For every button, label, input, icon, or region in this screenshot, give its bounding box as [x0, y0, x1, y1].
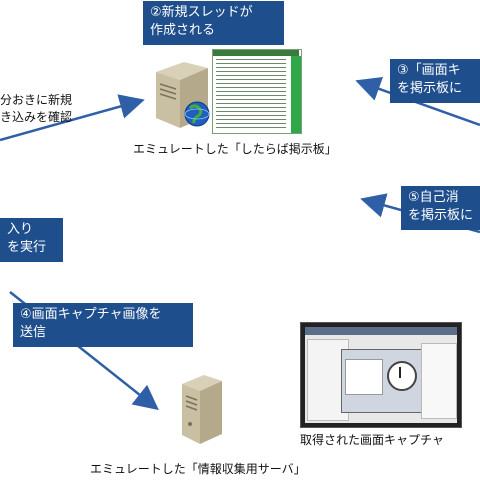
step3-box: ③「画面キ を掲示板に: [390, 59, 480, 103]
info-server-caption: エミュレートした「情報収集用サーバ」: [90, 462, 306, 476]
server-with-globe-icon: [150, 58, 210, 130]
left-top-text: 分おきに新規 き込みを確認: [0, 93, 73, 124]
arrow-right-to-bbs: [355, 76, 480, 127]
bbs-server-caption: エミュレートした「したらば掲示板」: [133, 142, 337, 156]
screenshot-caption: 取得された画面キャプチャ: [300, 433, 444, 447]
server-graphic: [156, 62, 210, 128]
arrow-left-to-bbs: [0, 94, 145, 142]
desktop-screenshot-icon: [300, 322, 462, 428]
terminal-window-icon: [212, 49, 302, 134]
left-mid-box: 入り を実行: [0, 218, 63, 262]
step4-box: ④画面キャプチャ画像を 送信: [13, 303, 193, 347]
server-icon: [178, 372, 224, 446]
info-server-graphic: [182, 375, 222, 444]
step5-box: ⑤自己消 を掲示板に: [401, 186, 480, 230]
step2-box: ②新規スレッドが 作成される: [143, 1, 284, 45]
